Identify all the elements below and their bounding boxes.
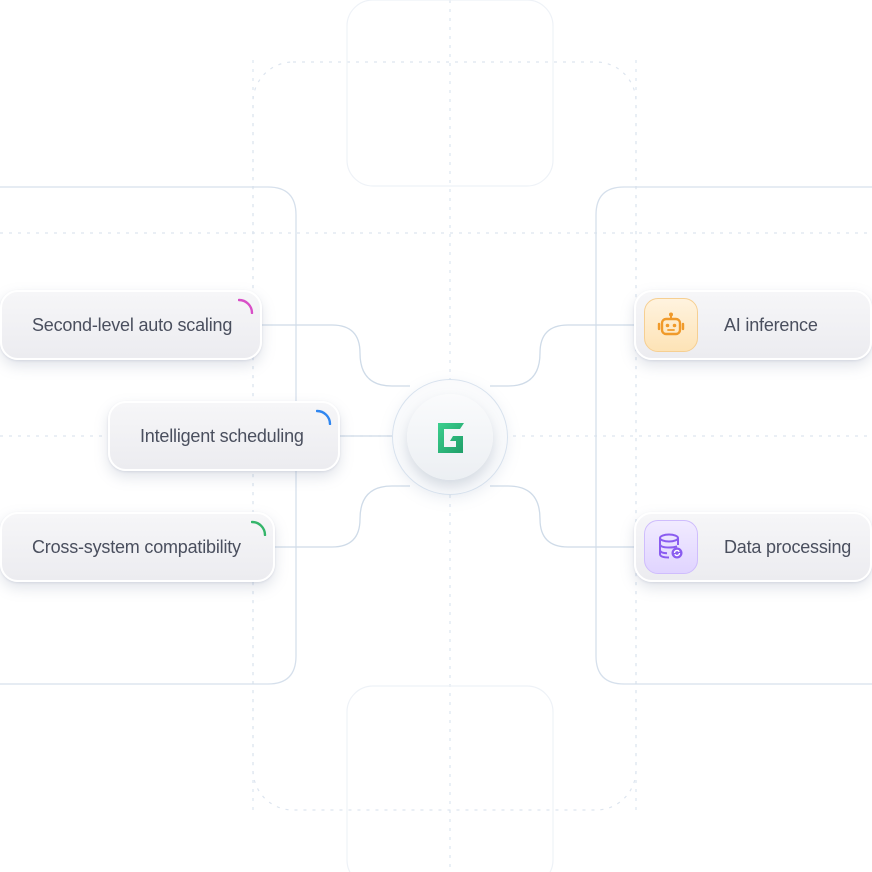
central-hub[interactable]: [392, 379, 508, 495]
hub-inner: [407, 394, 493, 480]
feature-card-auto-scaling[interactable]: Second-level auto scaling: [0, 290, 262, 360]
corner-arc-icon: [316, 409, 332, 425]
feature-label: Second-level auto scaling: [32, 314, 233, 335]
feature-label: Intelligent scheduling: [140, 425, 304, 446]
feature-card-data-processing[interactable]: Data processing: [634, 512, 872, 582]
feature-card-intelligent-scheduling[interactable]: Intelligent scheduling: [108, 401, 340, 471]
g-logo-icon: [438, 423, 464, 453]
database-sync-icon: [644, 520, 698, 574]
feature-card-cross-system-compatibility[interactable]: Cross-system compatibility: [0, 512, 275, 582]
feature-card-ai-inference[interactable]: AI inference: [634, 290, 872, 360]
feature-label: AI inference: [724, 314, 818, 335]
feature-label: Cross-system compatibility: [32, 536, 241, 557]
corner-arc-icon: [251, 520, 267, 536]
corner-arc-icon: [238, 298, 254, 314]
feature-label: Data processing: [724, 536, 852, 557]
robot-icon: [644, 298, 698, 352]
